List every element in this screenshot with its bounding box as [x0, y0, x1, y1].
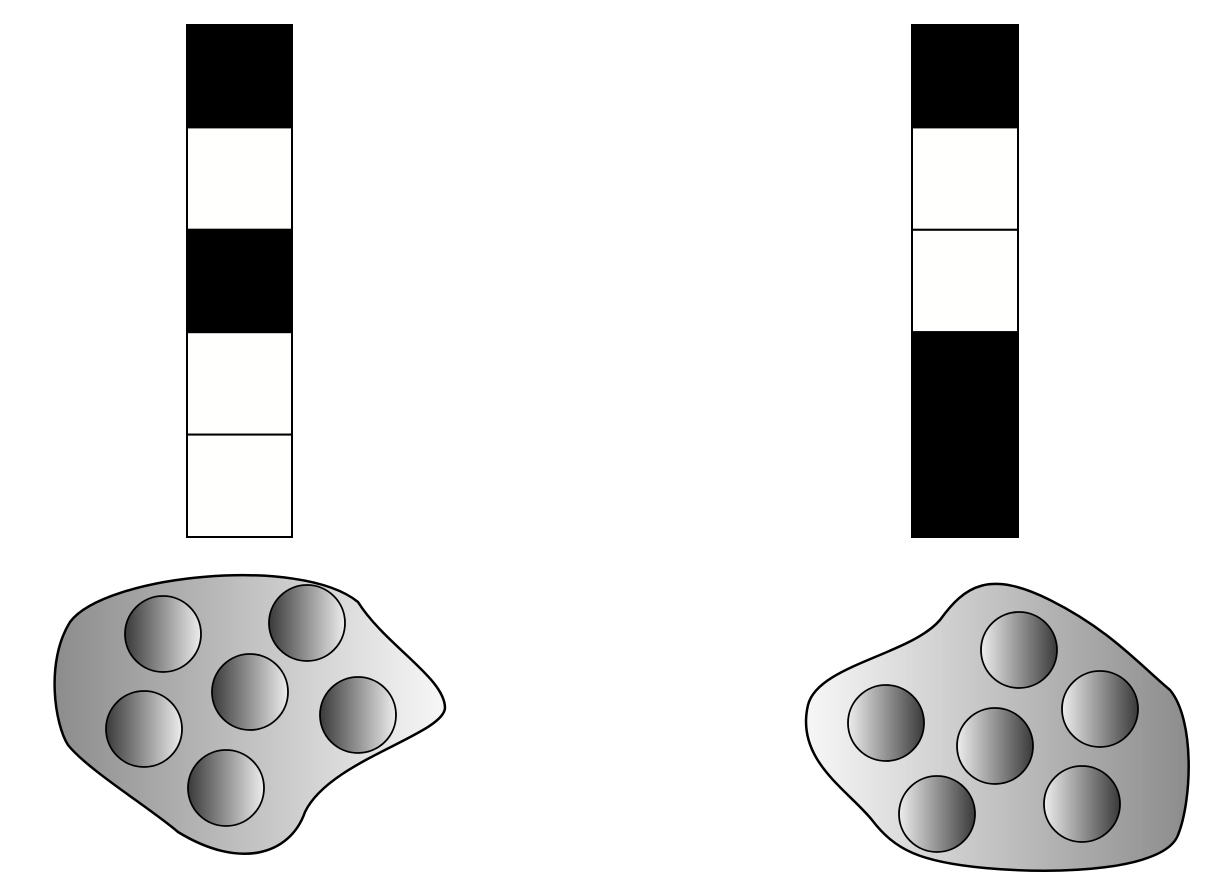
bar-cell-filled — [911, 24, 1019, 129]
ball — [1061, 670, 1139, 748]
bar-cell-filled — [911, 331, 1019, 436]
ball — [124, 595, 202, 673]
ball — [319, 676, 397, 754]
bar-cell-empty — [911, 228, 1019, 334]
left-panel — [53, 24, 447, 855]
left-segment-bar — [186, 24, 293, 539]
ball — [268, 584, 346, 662]
ball — [211, 653, 289, 731]
bar-cell-filled — [186, 228, 293, 334]
right-segment-bar — [911, 24, 1019, 539]
bar-cell-empty — [186, 331, 293, 436]
ball — [105, 690, 183, 768]
ball — [847, 684, 925, 762]
ball — [187, 749, 265, 827]
bar-cell-empty — [186, 433, 293, 539]
bar-cell-empty — [186, 126, 293, 231]
ball — [980, 611, 1058, 689]
right-panel — [804, 24, 1190, 872]
bar-cell-empty — [911, 126, 1019, 231]
right-ball-group — [847, 611, 1139, 853]
ball — [898, 775, 976, 853]
ball — [1043, 765, 1121, 843]
left-ball-group — [105, 584, 397, 827]
bar-cell-filled — [186, 24, 293, 129]
ball — [956, 707, 1034, 785]
bar-cell-filled — [911, 433, 1019, 539]
